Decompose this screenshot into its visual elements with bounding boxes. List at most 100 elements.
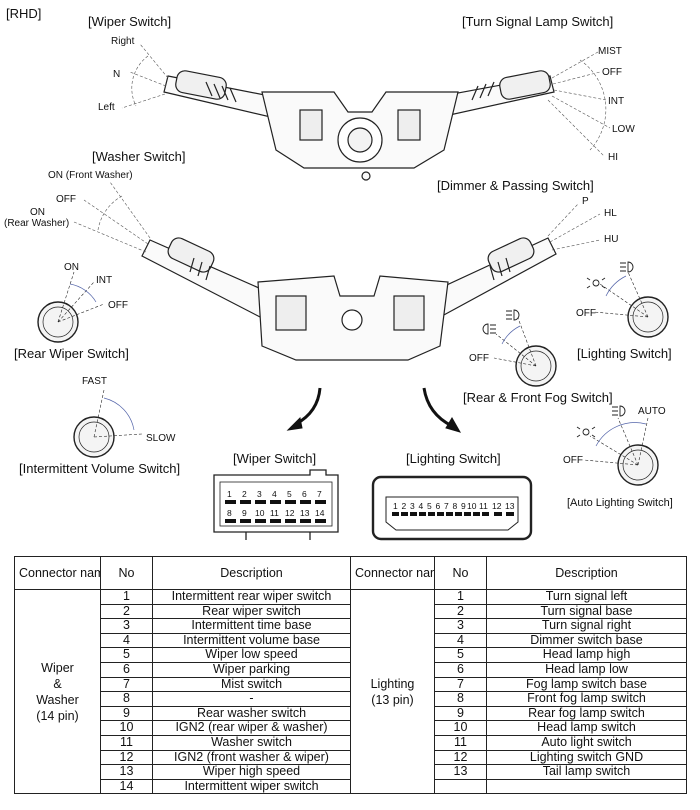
lighting-group-cell: Lighting(13 pin) xyxy=(350,588,435,795)
dimmer-hu-label: HU xyxy=(604,234,618,245)
pin-label: 7 xyxy=(444,501,449,511)
auto-lighting-knob xyxy=(583,417,659,486)
pin-label: 2 xyxy=(402,501,407,511)
pin-number xyxy=(434,778,487,795)
wiper-connector xyxy=(213,469,339,540)
pin-description: Rear fog lamp switch xyxy=(486,705,687,722)
pin-slot xyxy=(315,500,326,504)
pin-label: 5 xyxy=(287,489,292,499)
lighting-pins: 1 2 3 4 5 6 7 8 9 10 11 12 13 xyxy=(392,501,515,516)
pin-number: 1 xyxy=(100,589,153,605)
pin-description: Intermittent volume base xyxy=(152,632,351,649)
pin-number: 2 xyxy=(434,603,487,620)
pin-slot xyxy=(410,512,417,516)
washer-switch-title: [Washer Switch] xyxy=(92,149,185,164)
pin-number: 14 xyxy=(100,778,153,795)
wiper-pins-row-2: 8 9 10 11 12 13 14 xyxy=(225,508,326,523)
turn-int-label: INT xyxy=(608,96,624,107)
dimmer-switch-title: [Dimmer & Passing Switch] xyxy=(437,178,594,193)
rear-fog-lamp-icon xyxy=(482,323,496,335)
pin-number: 7 xyxy=(100,676,153,693)
pin-slot xyxy=(437,512,444,516)
turn-hi-label: HI xyxy=(608,152,618,163)
pin-number: 3 xyxy=(100,618,153,634)
pin-number: 9 xyxy=(434,705,487,722)
pin-slot xyxy=(428,512,435,516)
washer-off-label: OFF xyxy=(56,194,76,205)
switch-diagram: [RHD] [Wiper Switch] [Turn Signal Lamp S… xyxy=(4,6,673,541)
fog-off-label: OFF xyxy=(469,353,489,364)
pin-description: Washer switch xyxy=(152,734,351,751)
pin-description: Wiper low speed xyxy=(152,647,351,663)
pin-slot xyxy=(446,512,453,516)
pin-number: 10 xyxy=(434,720,487,736)
turn-mist-label: MIST xyxy=(598,46,622,57)
pin-number: 1 xyxy=(434,589,487,605)
pin-slot xyxy=(392,512,399,516)
volume-switch-title: [Intermittent Volume Switch] xyxy=(19,461,180,476)
pin-description: Intermittent time base xyxy=(152,618,351,634)
pin-number: 13 xyxy=(434,764,487,780)
pin-number: 7 xyxy=(434,676,487,693)
washer-rear-label: (Rear Washer) xyxy=(4,218,69,229)
pin-slot xyxy=(494,512,502,516)
pin-number: 4 xyxy=(434,632,487,649)
pin-label: 3 xyxy=(257,489,262,499)
pin-slot xyxy=(285,519,296,523)
pin-label: 13 xyxy=(300,508,310,518)
pin-slot xyxy=(225,519,236,523)
pin-description: Front fog lamp switch xyxy=(486,691,687,707)
pin-slot xyxy=(270,519,281,523)
auto-lighting-switch-title: [Auto Lighting Switch] xyxy=(567,497,673,509)
group-label-line: (14 pin) xyxy=(36,708,79,723)
lighting-connector xyxy=(371,475,533,541)
auto-headlamp-icon xyxy=(612,405,626,417)
wiper-right-label: Right xyxy=(111,36,135,47)
fog-switch-title: [Rear & Front Fog Switch] xyxy=(463,390,613,405)
pin-slot xyxy=(455,512,462,516)
headlamp-icon xyxy=(620,261,634,273)
arrow-head-left xyxy=(286,416,303,431)
header-connector-name-2: Connector name xyxy=(350,556,435,590)
pin-number: 8 xyxy=(434,691,487,707)
group-label-line: Wiper xyxy=(41,660,74,675)
pin-description: Turn signal right xyxy=(486,618,687,634)
dimmer-p-label: P xyxy=(582,196,589,207)
lighting-off-label: OFF xyxy=(576,308,596,319)
header-description: Description xyxy=(152,556,351,590)
dimmer-hl-label: HL xyxy=(604,208,617,219)
group-label-line: & xyxy=(53,676,62,691)
pin-number: 12 xyxy=(434,749,487,766)
pin-description: Turn signal left xyxy=(486,589,687,605)
group-label-line: Washer xyxy=(36,692,79,707)
pin-label: 7 xyxy=(317,489,322,499)
pin-number: 11 xyxy=(100,734,153,751)
pin-label: 9 xyxy=(461,501,466,511)
pin-label: 1 xyxy=(227,489,232,499)
front-fog-lamp-icon xyxy=(506,309,520,321)
pin-number: 9 xyxy=(100,705,153,722)
pin-description: Intermittent rear wiper switch xyxy=(152,589,351,605)
pin-label: 11 xyxy=(270,508,279,518)
arrow-head-right xyxy=(445,417,462,433)
pin-number: 6 xyxy=(434,661,487,678)
pin-label: 8 xyxy=(227,508,232,518)
pin-slot xyxy=(315,519,326,523)
pin-description: Head lamp switch xyxy=(486,720,687,736)
pin-slot xyxy=(506,512,514,516)
pin-label: 5 xyxy=(427,501,432,511)
pin-number: 5 xyxy=(100,647,153,663)
pin-number: 11 xyxy=(434,734,487,751)
pin-slot xyxy=(401,512,408,516)
wiper-pins-row-1: 1 2 3 4 5 6 7 xyxy=(225,489,326,504)
pin-slot xyxy=(255,519,266,523)
volume-slow-label: SLOW xyxy=(146,433,176,444)
turn-signal-switch-title: [Turn Signal Lamp Switch] xyxy=(462,14,613,29)
pin-label: 4 xyxy=(272,489,277,499)
turn-off-label: OFF xyxy=(602,67,622,78)
rear-wiper-int-label: INT xyxy=(96,275,112,286)
pin-label: 10 xyxy=(255,508,265,518)
